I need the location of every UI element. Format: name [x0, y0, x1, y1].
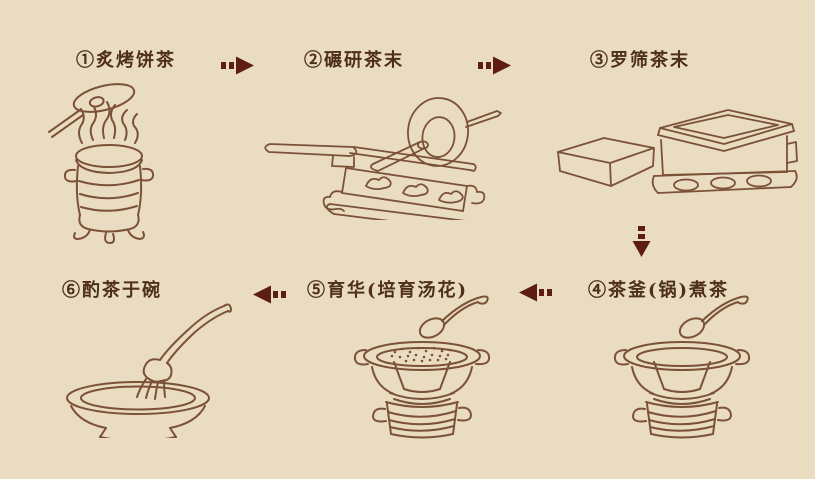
ladle-pouring-bowl-illustration: [66, 303, 232, 438]
foam-dots: [390, 346, 452, 363]
brazier-roasting-illustration: [48, 83, 155, 244]
sieve-box-illustration: [557, 109, 798, 194]
step-4-label: ④茶釜(锅)煮茶: [588, 280, 730, 301]
step-6-label: ⑥酌茶于碗: [62, 280, 162, 301]
tea-roller-mill-illustration: [264, 97, 502, 220]
kettle-boiling-illustration: [613, 295, 751, 439]
arrow-left-icon: [519, 283, 552, 302]
arrow-down-icon: [632, 226, 651, 257]
arrow-right-icon: [478, 56, 511, 75]
step-1-label: ①炙烤饼茶: [76, 50, 176, 71]
step-3-label: ③罗筛茶末: [590, 50, 690, 71]
step-2-label: ②碾研茶末: [304, 50, 404, 71]
foam-cultivating-illustration: [353, 295, 491, 439]
arrow-right-icon: [221, 56, 254, 75]
step-5-label: ⑤育华(培育汤花): [307, 280, 469, 301]
arrow-left-icon: [253, 285, 286, 304]
